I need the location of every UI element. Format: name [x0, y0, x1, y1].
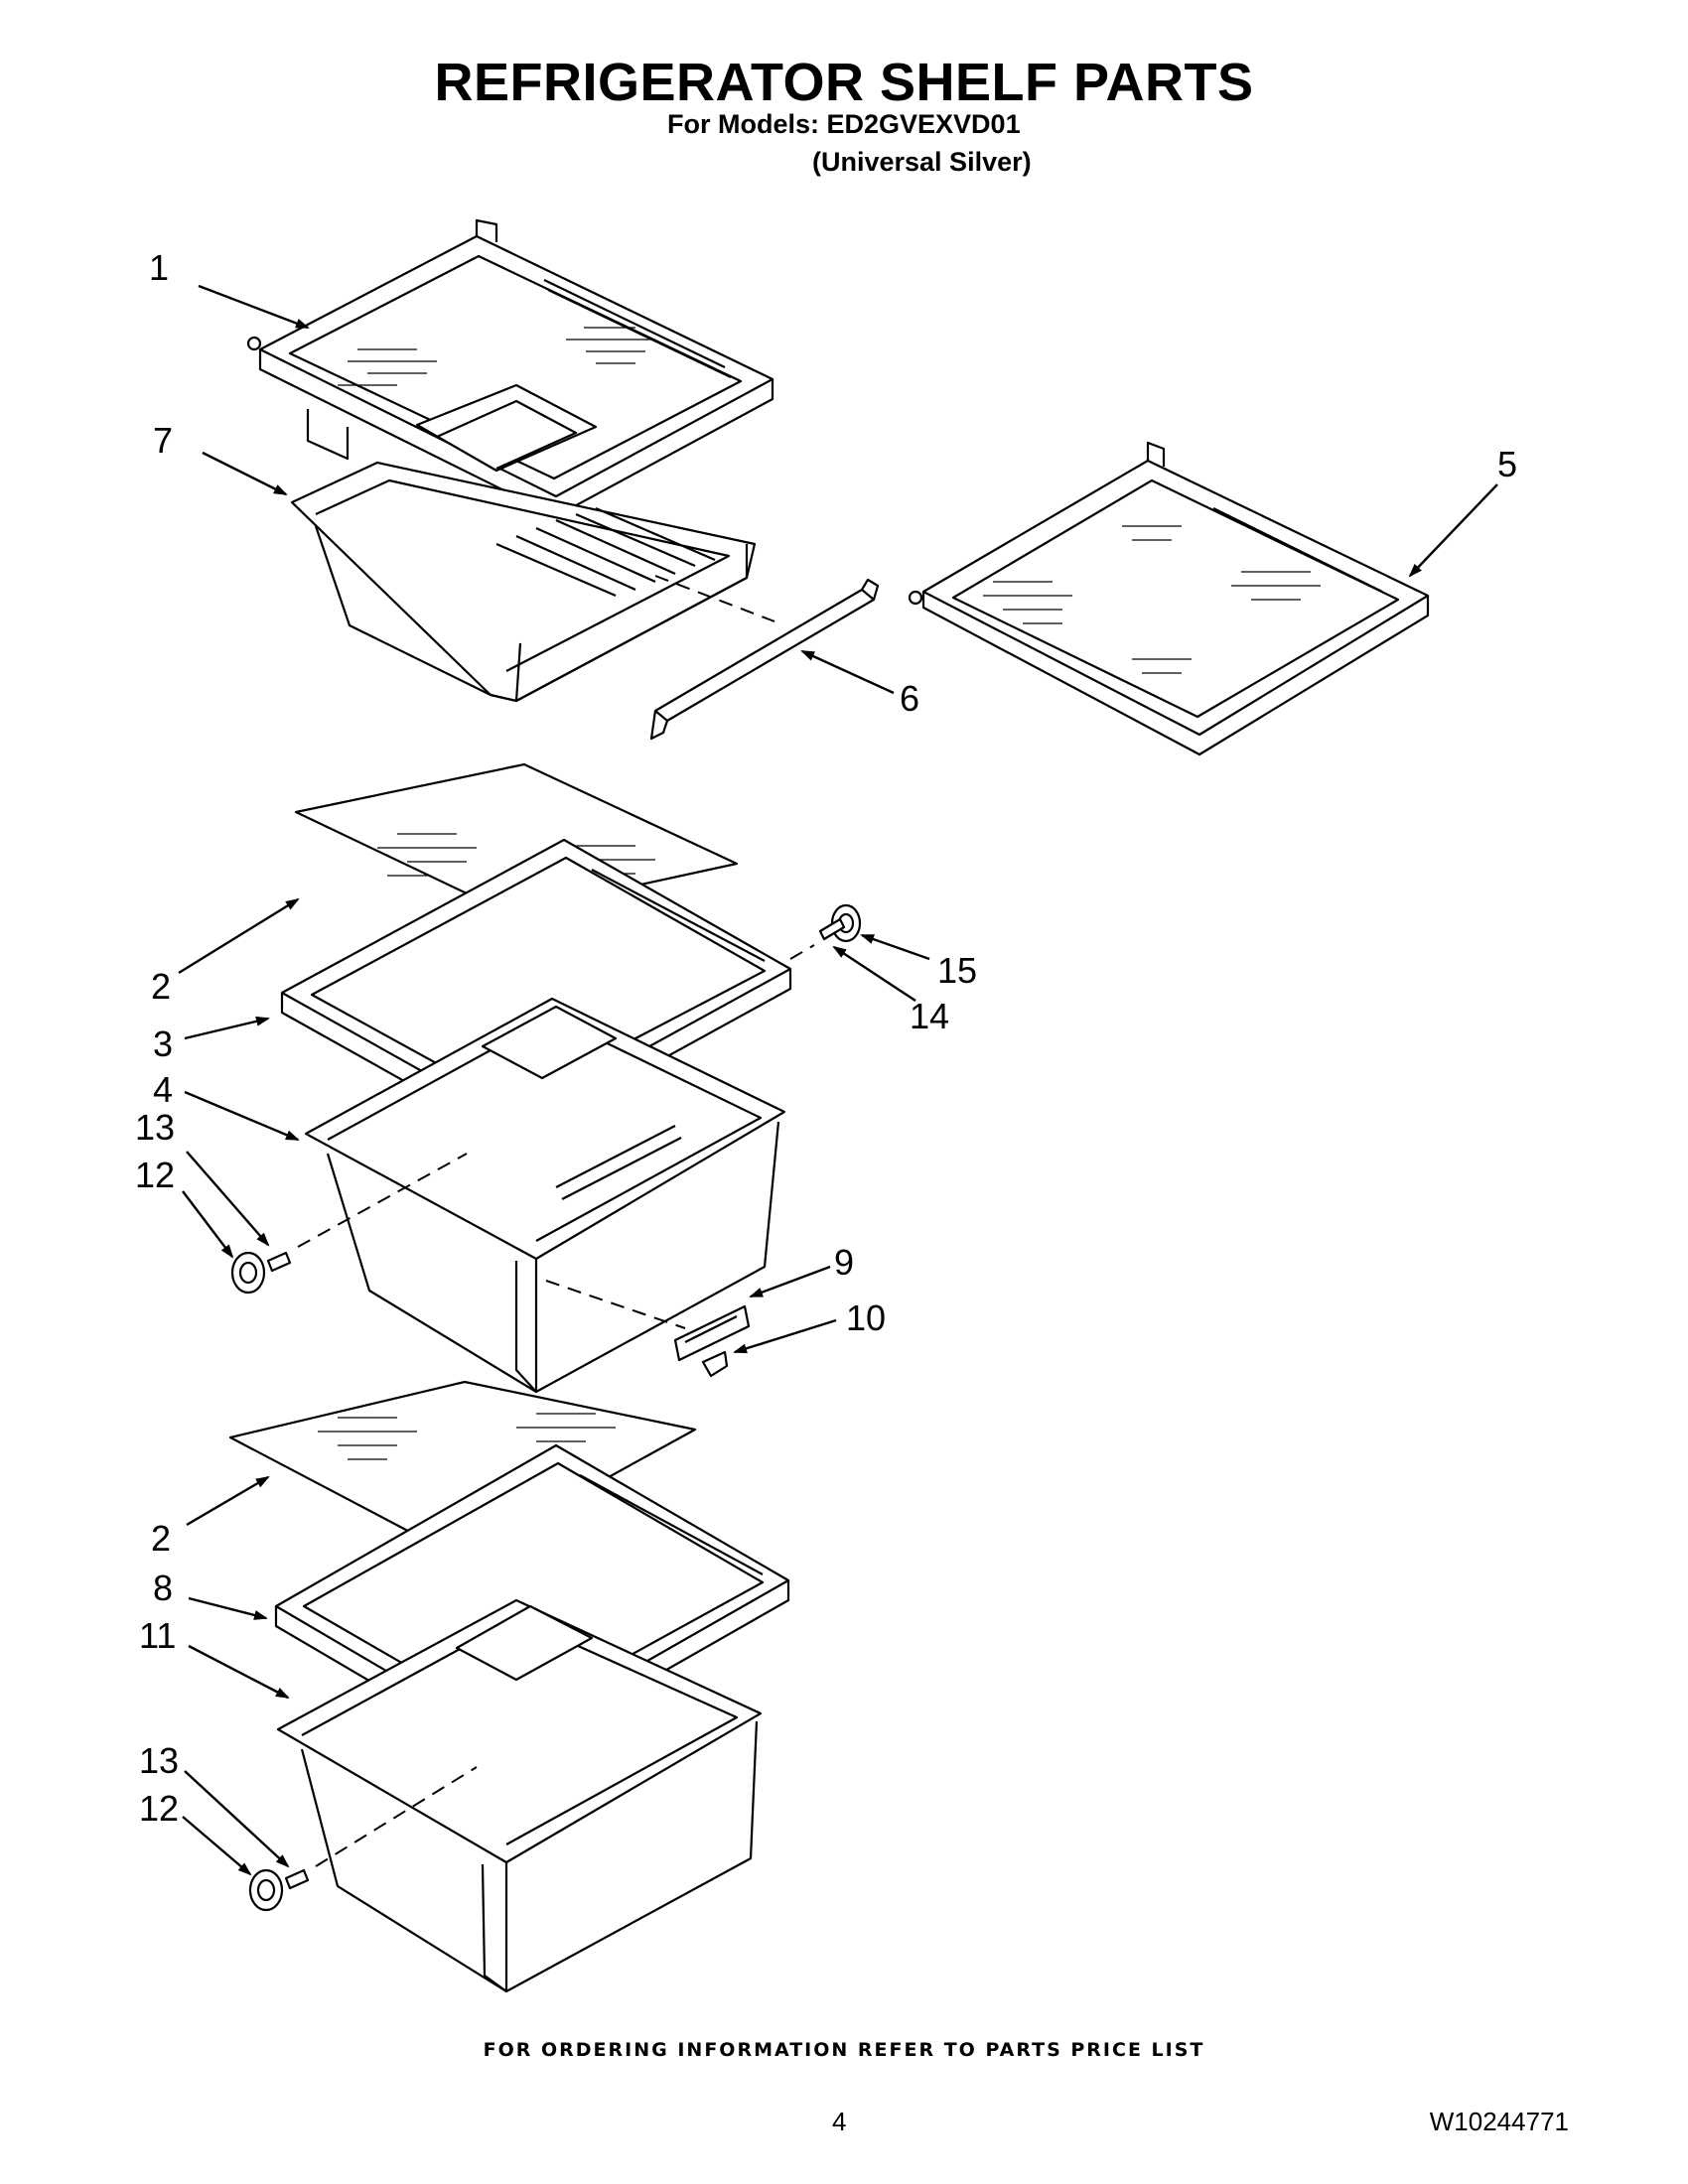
part-5-glass-shelf: [908, 441, 1430, 756]
part-6-trim: [649, 578, 880, 741]
callout-3: 3: [153, 1024, 173, 1064]
callout-11: 11: [139, 1615, 176, 1656]
alignment-line-13-upper: [297, 1153, 468, 1248]
part-9-clip: [673, 1304, 751, 1362]
callout-4: 4: [153, 1069, 173, 1110]
page-title: REFRIGERATOR SHELF PARTS: [434, 53, 1254, 112]
callout-13-upper: 13: [135, 1107, 175, 1148]
models-line: For Models: ED2GVEXVD01: [667, 109, 1021, 139]
part-12-roller-upper: [230, 1251, 266, 1295]
part-2-glass-panel-lower: [228, 1380, 697, 1561]
callout-14: 14: [910, 996, 949, 1036]
callout-12-lower: 12: [139, 1788, 179, 1829]
callout-1: 1: [149, 247, 169, 288]
part-1-shelf-frame: [246, 218, 774, 518]
part-7-drawer: [290, 461, 757, 703]
callout-10: 10: [846, 1297, 886, 1338]
callout-7: 7: [153, 420, 173, 461]
callout-8: 8: [153, 1568, 173, 1608]
page-number: 4: [832, 2107, 847, 2136]
part-4-crisper-drawer: [304, 997, 786, 1394]
part-10-clip-insert: [701, 1350, 729, 1378]
callout-15: 15: [937, 950, 977, 991]
part-11-crisper-drawer: [276, 1598, 763, 1993]
alignment-line-9: [545, 1280, 686, 1329]
callout-5: 5: [1497, 444, 1517, 484]
callout-labels: 1 7 5 6 2 3 4 15 14 13 12 9 10 2 8 11 13…: [135, 247, 1517, 1829]
part-14-screw: [818, 917, 846, 941]
callout-6: 6: [900, 678, 919, 719]
alignment-line-13-lower: [315, 1766, 478, 1867]
document-number: W10244771: [1429, 2107, 1569, 2136]
color-line: (Universal Silver): [812, 147, 1032, 177]
callout-13-lower: 13: [139, 1740, 179, 1781]
alignment-line-14: [789, 944, 815, 960]
callout-9: 9: [834, 1242, 854, 1283]
callout-12-upper: 12: [135, 1155, 175, 1195]
callout-2-upper: 2: [151, 966, 171, 1007]
part-13-screw-upper: [266, 1251, 292, 1273]
ordering-note: FOR ORDERING INFORMATION REFER TO PARTS …: [483, 2039, 1205, 2061]
part-12-roller-lower: [248, 1868, 284, 1912]
leader-arrows: [178, 284, 1498, 1876]
part-13-screw-lower: [284, 1868, 310, 1890]
callout-2-lower: 2: [151, 1518, 171, 1559]
